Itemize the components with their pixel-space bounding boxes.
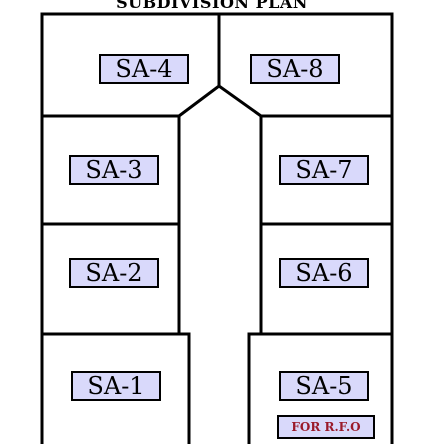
rfo-note: FOR R.F.O: [277, 415, 375, 439]
rfo-note-box: [277, 415, 375, 439]
lot-label-box: [279, 258, 369, 288]
lot-sa-2: SA-2: [69, 258, 159, 288]
lot-label: SA-6: [295, 259, 352, 287]
lot-sa-4: SA-4: [99, 54, 189, 84]
rfo-note-text: FOR R.F.O: [291, 420, 360, 434]
lot-label: SA-5: [295, 372, 352, 400]
lot-label-box: [279, 155, 369, 185]
lot-label-box: [69, 155, 159, 185]
lot-label: SA-2: [85, 259, 142, 287]
lot-sa-7: SA-7: [279, 155, 369, 185]
lot-label: SA-4: [115, 55, 172, 83]
lot-sa-1: SA-1: [71, 371, 161, 401]
lot-label: SA-1: [87, 372, 144, 400]
lot-label-box: [250, 54, 340, 84]
lot-label-box: [279, 371, 369, 401]
lot-label-box: [69, 258, 159, 288]
lot-label: SA-7: [295, 156, 352, 184]
lot-sa-6: SA-6: [279, 258, 369, 288]
lot-boundaries: [40, 12, 394, 444]
road-peak: [176, 84, 264, 119]
lot-sa-5: SA-5: [279, 371, 369, 401]
lot-label: SA-3: [85, 156, 142, 184]
lot-label-box: [99, 54, 189, 84]
lot-sa-3: SA-3: [69, 155, 159, 185]
lot-sa-8: SA-8: [250, 54, 340, 84]
lot-label: SA-8: [266, 55, 323, 83]
plan-title: SUBDIVISION PLAN: [116, 0, 308, 12]
lot-label-box: [71, 371, 161, 401]
